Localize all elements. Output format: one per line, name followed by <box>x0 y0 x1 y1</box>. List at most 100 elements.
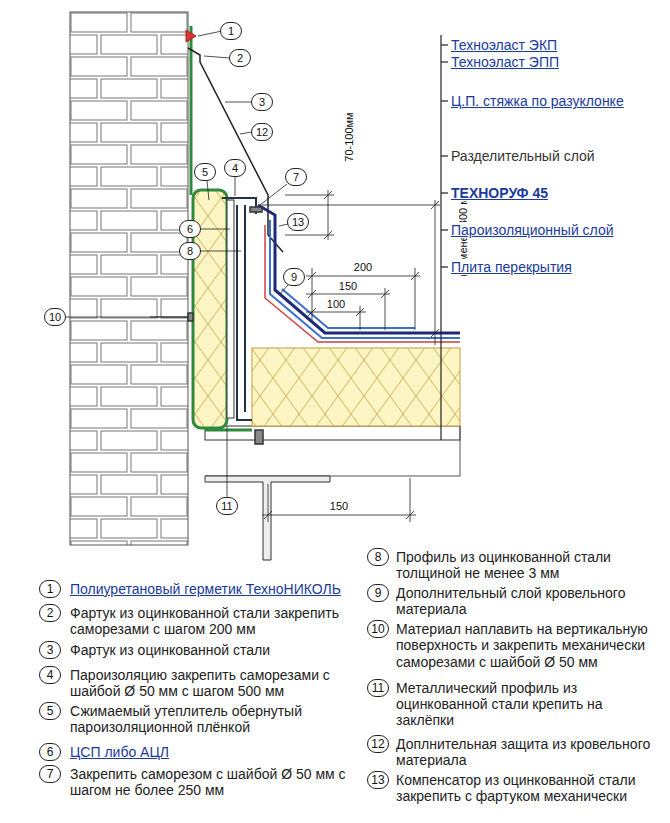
sealant <box>186 30 196 42</box>
layer-leader <box>441 44 448 45</box>
layer-leader <box>441 155 448 156</box>
dimension-line <box>262 190 440 522</box>
dimension-line <box>308 308 316 316</box>
roof-membrane <box>258 205 460 333</box>
layer-leader <box>441 61 448 62</box>
layer-label: Пароизоляционный слой <box>451 222 614 238</box>
vapour-film <box>190 26 193 195</box>
dimension: 100 <box>326 298 346 310</box>
callout-number: 3 <box>251 93 273 111</box>
roof-membrane <box>258 205 460 342</box>
roof-membrane <box>265 225 460 342</box>
slab <box>205 426 460 476</box>
legend-text: Материал наплавить на вертикальную повер… <box>396 621 662 669</box>
leader-line <box>235 177 236 196</box>
fasteners <box>250 207 262 212</box>
dimension-line <box>306 312 366 313</box>
steel-beam <box>205 476 330 560</box>
dimension-line <box>356 308 364 316</box>
layer-leader <box>440 35 441 440</box>
leader-line <box>199 251 241 252</box>
legend-text: Сжимаемый утеплитель обернутый пароизоля… <box>70 703 355 735</box>
dimension: 70-100мм <box>343 111 355 164</box>
dimension-line <box>431 201 439 209</box>
dimension-line <box>328 190 329 240</box>
legend-number: 12 <box>367 735 389 753</box>
layer-label: Техноэласт ЭПП <box>451 54 559 70</box>
legend-number: 5 <box>39 702 61 720</box>
steel-profile <box>244 205 246 412</box>
layer-label: Ц.П. стяжка по разуклонке <box>451 93 624 109</box>
callout-number: 13 <box>287 213 309 231</box>
legend-text: Металлический профиль из оцинкованной ст… <box>396 680 662 728</box>
layer-leader <box>441 266 448 267</box>
dimension-line <box>324 191 332 199</box>
layer-leader <box>441 192 448 193</box>
legend-number: 2 <box>39 604 61 622</box>
dimension-line <box>411 272 419 280</box>
leader-line <box>280 285 288 294</box>
fasteners <box>150 316 192 318</box>
brick-wall <box>70 12 188 545</box>
legend-number: 1 <box>39 580 61 598</box>
legend-text: Дополнительный слой кровельного материал… <box>396 585 662 617</box>
leader-line <box>198 31 222 36</box>
board <box>227 200 234 418</box>
dimension-line <box>381 290 389 298</box>
legend-number: 7 <box>39 765 61 783</box>
legend-text: Полиуретановый герметик ТехноНИКОЛЬ <box>70 581 355 597</box>
vapour-film <box>205 429 252 432</box>
dimension-line <box>285 195 334 196</box>
board <box>227 200 234 418</box>
callout-number: 4 <box>224 159 246 177</box>
legend-text: Фартук из оцинкованной стали <box>70 642 355 658</box>
apron <box>188 48 283 252</box>
layer-leader <box>441 35 448 440</box>
legend-text: Фартук из оцинкованной стали закрепить с… <box>70 605 355 637</box>
legend-text: Компенсатор из оцинкованной стали закреп… <box>396 772 662 804</box>
dimension-line <box>406 511 414 519</box>
dimension-line <box>324 231 332 239</box>
legend-number: 11 <box>367 679 389 697</box>
layer-label: Техноэласт ЭКП <box>451 37 557 53</box>
leader-line <box>225 102 252 103</box>
dimension-line <box>431 329 439 337</box>
callout-number: 11 <box>216 497 238 515</box>
leader-line <box>66 317 150 318</box>
callout-number: 10 <box>44 308 66 326</box>
leader-line <box>260 184 287 205</box>
dimension-line <box>264 511 272 519</box>
legend-number: 10 <box>367 620 389 638</box>
layer-label: ТЕХНОРУФ 45 <box>451 185 548 201</box>
dimension: 200 <box>353 261 373 273</box>
dimension: 150 <box>329 500 349 512</box>
leader-line <box>66 31 288 497</box>
legend-number: 13 <box>367 771 389 789</box>
leader-line <box>227 426 228 497</box>
legend-number: 8 <box>367 548 389 566</box>
dimension-line <box>360 306 361 330</box>
dimension-line <box>415 268 416 330</box>
legend-number: 9 <box>367 584 389 602</box>
layer-leader <box>441 100 448 101</box>
legend-text: ЦСП либо АЦЛ <box>70 744 355 760</box>
dimension-line <box>262 515 416 516</box>
callout-number: 1 <box>220 22 242 40</box>
slab <box>205 426 460 440</box>
callout-number: 2 <box>229 49 251 67</box>
dimension-line <box>285 235 334 236</box>
callout-number: 12 <box>251 123 273 141</box>
callout-number: 7 <box>285 168 307 186</box>
callout-number: 6 <box>179 220 201 238</box>
steel-profile <box>237 205 252 420</box>
steel-profile <box>222 198 256 420</box>
dimension: 150 <box>338 280 358 292</box>
leader-line <box>199 229 230 230</box>
leader-line <box>204 56 230 58</box>
legend-number: 6 <box>39 743 61 761</box>
legend-text: Пароизоляцию закрепить саморезами с шайб… <box>70 667 355 699</box>
callout-number: 5 <box>194 163 216 181</box>
fasteners <box>188 313 193 321</box>
legend-text: Профиль из оцинкованной стали толщиной н… <box>396 549 662 581</box>
